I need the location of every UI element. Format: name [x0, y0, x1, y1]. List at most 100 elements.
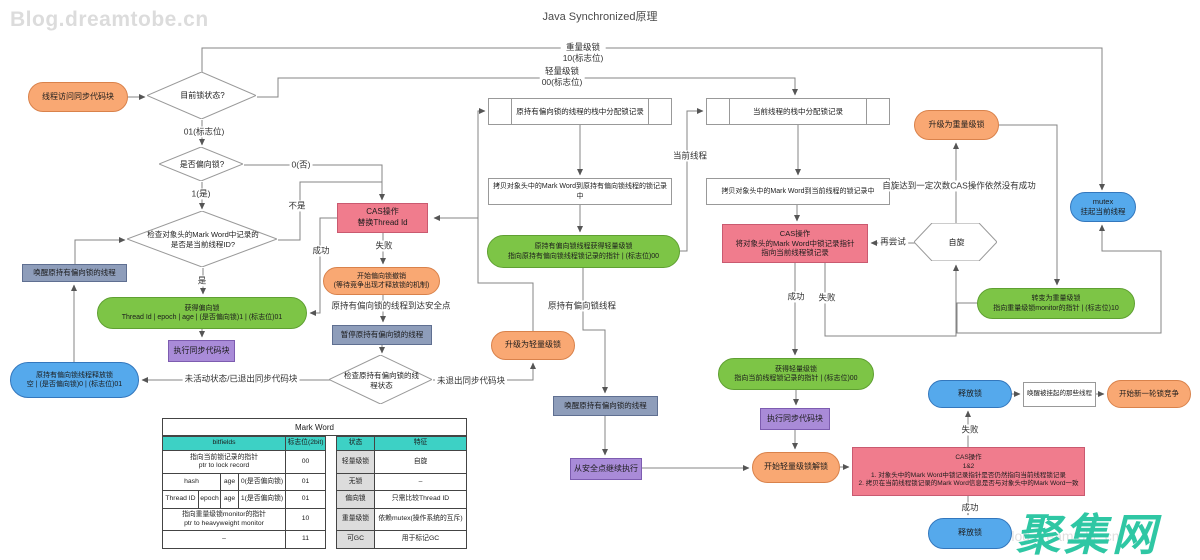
- edge-label-2: 01(标志位): [181, 126, 227, 138]
- alloc-lock-record-current: 当前线程的栈中分配锁记录: [706, 98, 890, 125]
- table-state-cell: 轻量级锁: [336, 450, 375, 474]
- cas-set-lock-record-pointer: CAS操作将对象头的Mark Word中锁记录指针指向当前线程锁记录: [722, 224, 868, 263]
- execute-sync-block-1: 执行同步代码块: [168, 340, 235, 362]
- alloc-lock-record-original-label: 原持有偏向锁的线程的栈中分配锁记录: [516, 106, 644, 116]
- connector-24: [680, 108, 704, 252]
- edge-label-6: 成功: [310, 245, 332, 257]
- decision-original-thread-state-shape: [329, 355, 432, 404]
- connector-21: [582, 268, 608, 394]
- markword-table-title: Mark Word: [162, 418, 467, 436]
- decision-is-biased-lock-shape: [159, 147, 243, 181]
- wake-original-biased-thread-1-label: 唤醒原持有偏向锁的线程: [33, 268, 116, 278]
- upgrade-to-lightweight: 升级为轻量级锁: [491, 331, 575, 360]
- connector-9: [309, 217, 337, 316]
- edge-label-7: 失败: [373, 240, 395, 252]
- edge-label-5: 不是: [286, 200, 308, 212]
- table-feature-cell: 只需比较Thread ID: [374, 490, 467, 509]
- table-flag-cell: 11: [285, 530, 327, 549]
- upgrade-to-heavyweight-label: 升级为重量级锁: [928, 119, 985, 129]
- connector-2: [257, 77, 798, 98]
- edge-label-1: 轻量级锁 00(标志位): [539, 65, 585, 89]
- connector-31: [999, 124, 1060, 286]
- decision-markword-thread-id: 检查对象头的Mark Word中记录的是否是当前线程ID?: [127, 211, 278, 268]
- original-thread-release-lock: 原持有偏向锁线程释放锁空 | (是否偏向锁)0 | (标志位)01: [10, 362, 139, 398]
- table-state-cell: 偏向锁: [336, 490, 375, 509]
- connector-16: [74, 237, 126, 264]
- table-cell: age: [220, 490, 239, 509]
- wake-original-biased-thread-2-label: 唤醒原持有偏向锁的线程: [564, 401, 647, 411]
- start-new-lock-competition-label: 开始新一轮锁竞争: [1119, 389, 1179, 399]
- decision-original-thread-state: 检查原持有偏向锁的线程状态: [329, 355, 433, 405]
- upgrade-to-lightweight-label: 升级为轻量级锁: [505, 340, 561, 350]
- connector-32: [956, 224, 1162, 334]
- decision-original-thread-state-label: 检查原持有偏向锁的线程状态: [344, 370, 419, 390]
- acquire-lightweight-lock-label: 获得轻量级锁指向当前线程锁记录的指针 | (标志位)00: [734, 365, 858, 382]
- cas-set-lock-record-pointer-label: CAS操作将对象头的Mark Word中锁记录指针指向当前线程锁记录: [735, 228, 855, 258]
- release-lock-1: 释放锁: [928, 380, 1012, 408]
- edge-label-13: 原持有偏向锁线程: [545, 300, 619, 312]
- cas-replace-thread-id: CAS操作替换Thread Id: [337, 203, 428, 233]
- table-header-cell: 标志位(2bit): [285, 436, 327, 451]
- copy-markword-original-label: 拷贝对象头中的Mark Word到原持有偏向锁线程的锁记录中: [492, 183, 668, 200]
- wake-original-biased-thread-1: 唤醒原持有偏向锁的线程: [22, 264, 127, 282]
- table-cell: epoch: [198, 490, 221, 509]
- alloc-lock-record-original: 原持有偏向锁的线程的栈中分配锁记录: [488, 98, 672, 125]
- upgrade-to-heavyweight: 升级为重量级锁: [914, 110, 999, 140]
- connector-28: [824, 263, 959, 337]
- edge-label-11: 原持有偏向锁的线程到达安全点: [329, 300, 453, 312]
- cas-replace-thread-id-label: CAS操作替换Thread Id: [357, 207, 408, 227]
- spin: 自旋: [914, 223, 998, 262]
- edge-label-15: 再尝试: [878, 236, 908, 248]
- table-feature-cell: –: [374, 473, 467, 491]
- decision-is-biased-lock: 是否偏向锁?: [159, 147, 244, 182]
- execute-sync-block-2-label: 执行同步代码块: [767, 413, 823, 423]
- original-thread-acquire-lightweight: 原持有偏向锁线程获得轻量级锁指向原持有偏向锁线程锁记录的指针 | (标志位)00: [487, 235, 680, 268]
- decision-current-lock-state-shape: [147, 72, 256, 119]
- copy-markword-current: 拷贝对象头中的Mark Word到当前线程的锁记录中: [706, 178, 890, 205]
- edge-label-18: 失败: [959, 424, 981, 436]
- edge-label-0: 重量级锁 10(标志位): [560, 41, 606, 65]
- edge-label-4: 1(是): [189, 188, 213, 200]
- resume-from-safepoint-label: 从安全点继续执行: [574, 463, 638, 473]
- table-header-cell: 特征: [374, 436, 467, 451]
- release-lock-1-label: 释放锁: [958, 388, 982, 398]
- spin-shape: [914, 223, 997, 261]
- edge-label-19: 成功: [959, 502, 981, 514]
- table-cell: –: [161, 530, 287, 549]
- wake-suspended-threads-label: 唤醒被挂起的那些线程: [1027, 390, 1092, 398]
- edge-label-8: 是: [195, 275, 209, 287]
- pause-original-biased-thread: 暂停原持有偏向锁的线程: [332, 325, 432, 345]
- table-feature-cell: 用于标记GC: [374, 530, 467, 549]
- spin-label: 自旋: [948, 237, 965, 247]
- table-flag-cell: 00: [285, 450, 327, 474]
- table-cell: 0(是否偏向锁): [237, 473, 287, 491]
- table-cell: age: [220, 473, 239, 491]
- table-cell: 1(是否偏向锁): [237, 490, 287, 509]
- copy-markword-current-label: 拷贝对象头中的Mark Word到当前线程的锁记录中: [721, 187, 875, 195]
- start-lightweight-unlock: 开始轻量级锁解锁: [752, 452, 840, 483]
- edge-label-3: 0(否): [289, 159, 313, 171]
- table-cell: hash: [162, 473, 221, 491]
- table-flag-cell: 01: [285, 473, 327, 491]
- table-state-cell: 无锁: [336, 473, 375, 491]
- decision-is-biased-lock-label: 是否偏向锁?: [179, 159, 225, 169]
- wake-original-biased-thread-2: 唤醒原持有偏向锁的线程: [553, 396, 658, 416]
- decision-markword-thread-id-shape: [127, 211, 277, 267]
- start-access-sync-block-label: 线程访问同步代码块: [42, 91, 114, 101]
- watermark-blog-small: Blog.dreamtobe.cn: [1002, 528, 1120, 544]
- table-cell: Thread ID: [162, 490, 199, 509]
- release-lock-2-label: 释放锁: [958, 528, 982, 538]
- table-header-cell: bitfields: [161, 436, 287, 451]
- table-header-cell: 状态: [336, 436, 375, 451]
- acquire-lightweight-lock: 获得轻量级锁指向当前线程锁记录的指针 | (标志位)00: [718, 358, 874, 390]
- watermark-blog: Blog.dreamtobe.cn: [10, 8, 209, 31]
- start-biased-revocation-label: 开始偏向锁撤销(等待竞争出现才释放锁的机制): [333, 272, 430, 289]
- original-thread-release-lock-label: 原持有偏向锁线程释放锁空 | (是否偏向锁)0 | (标志位)01: [26, 371, 123, 388]
